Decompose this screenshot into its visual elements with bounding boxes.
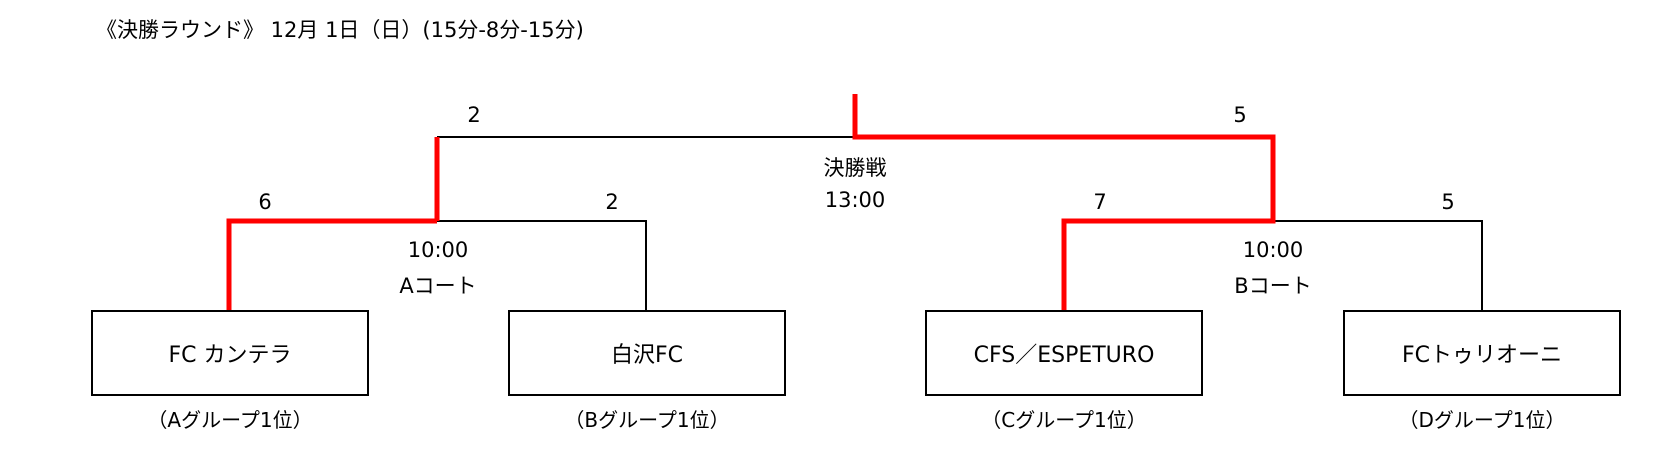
team-box-3: CFS／ESPETURO	[925, 310, 1203, 396]
final-time: 13:00	[824, 188, 886, 212]
final-name: 決勝戦	[823, 156, 887, 180]
final-score-left: 2	[467, 103, 481, 127]
team-box-1: FC カンテラ	[91, 310, 369, 396]
semi-b-line-right	[1273, 220, 1483, 310]
winner-path-team1	[226, 218, 437, 310]
team-seed: （Aグループ1位）	[147, 408, 313, 432]
semi-b-time: 10:00	[1242, 238, 1304, 262]
semi-a-score-right: 2	[605, 190, 619, 214]
team-name: FC カンテラ	[168, 343, 292, 368]
team-name: CFS／ESPETURO	[973, 343, 1155, 368]
team-seed: （Bグループ1位）	[564, 408, 730, 432]
final-score-right: 5	[1233, 103, 1247, 127]
semi-a-score-left: 6	[258, 190, 272, 214]
semi-a-time: 10:00	[407, 238, 469, 262]
page-title: 《決勝ラウンド》 12月 1日（日）(15分-8分-15分)	[96, 18, 584, 42]
semi-a-line-right	[437, 220, 647, 310]
team-seed: （Cグループ1位）	[981, 408, 1147, 432]
semi-a-court: Aコート	[399, 274, 477, 298]
semi-b-court: Bコート	[1234, 274, 1312, 298]
team-name: FCトゥリオーニ	[1401, 343, 1563, 368]
team-name: 白沢FC	[610, 343, 684, 368]
semi-b-score-right: 5	[1441, 190, 1455, 214]
semi-b-score-left: 7	[1093, 190, 1107, 214]
team-seed: （Dグループ1位）	[1398, 408, 1566, 432]
team-box-4: FCトゥリオーニ	[1343, 310, 1621, 396]
winner-path-team3	[852, 94, 1276, 310]
team-box-2: 白沢FC	[508, 310, 786, 396]
